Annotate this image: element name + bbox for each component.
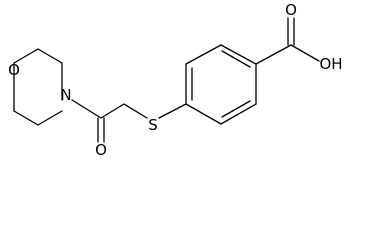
bond-ar6-ar1	[185, 103, 222, 125]
bond-aryl-carboxyl	[255, 44, 292, 65]
bond-c5-c6	[37, 48, 63, 64]
carboxylic-acid-group	[255, 17, 320, 65]
bond-ar5-ar6	[220, 103, 257, 125]
bond-cooh-single	[290, 44, 320, 62]
benzene-ring	[185, 44, 257, 125]
ring-nitrogen-label: N	[60, 86, 71, 104]
bond-s-aryl	[158, 103, 187, 119]
bond-ar2-ar3	[185, 44, 222, 65]
bond-c6-o1	[13, 48, 39, 64]
structure-canvas: O N O S O OH	[8, 1, 343, 159]
ring-oxygen-label: O	[8, 61, 20, 79]
carboxyl-hydroxyl-label: OH	[319, 55, 342, 73]
bond-carbonyl-ch2	[100, 103, 125, 119]
bond-ar3-ar4	[220, 44, 257, 65]
carbonyl-oxygen-label: O	[95, 141, 107, 159]
morpholine-ring	[13, 48, 63, 126]
bond-ch2-s	[123, 103, 148, 119]
acyl-linker	[71, 99, 187, 143]
thioether-sulfur-label: S	[148, 116, 158, 134]
bond-ar-inner-3	[221, 100, 251, 118]
carboxyl-carbonyl-oxygen-label: O	[285, 1, 297, 19]
bond-ar-inner-2	[221, 50, 251, 68]
bond-c3-n4	[37, 110, 63, 126]
bond-c2-c3	[13, 110, 39, 126]
bond-n-carbonyl	[71, 99, 102, 119]
chemical-structure-diagram: O N O S O OH	[8, 1, 342, 159]
